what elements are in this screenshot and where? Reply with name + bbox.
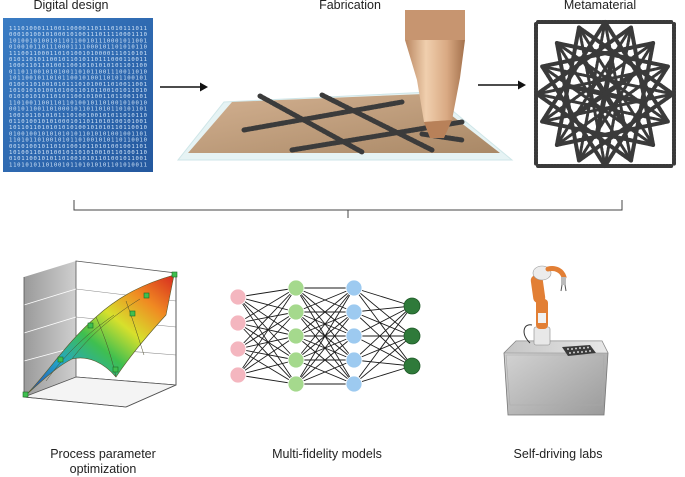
network-node bbox=[345, 279, 363, 297]
multi-fidelity-label: Multi-fidelity models bbox=[272, 447, 382, 461]
network-node bbox=[287, 279, 305, 297]
grouping-bracket bbox=[70, 198, 630, 222]
binary-row: 1011001011010110010100110101100101 bbox=[9, 76, 147, 82]
sample-tray bbox=[562, 345, 596, 356]
metamaterial-label: Metamaterial bbox=[563, 0, 637, 12]
binary-row: 1010011010100101101010010110100110 bbox=[9, 150, 147, 156]
digital-design-label: Digital design bbox=[33, 0, 109, 12]
network-node bbox=[345, 327, 363, 345]
binary-row: 0001010010100010100111011110001110 bbox=[9, 32, 147, 38]
response-surface bbox=[25, 274, 175, 396]
network-node bbox=[229, 288, 247, 306]
fabrication-label: Fabrication bbox=[319, 0, 381, 12]
network-node bbox=[287, 327, 305, 345]
binary-row: 0100101101110001111000101101010110 bbox=[9, 45, 147, 51]
network-node bbox=[345, 351, 363, 369]
network-node bbox=[229, 314, 247, 332]
binary-row: 0110100101010001011011010100101001 bbox=[9, 119, 147, 125]
network-node bbox=[229, 366, 247, 384]
network-node bbox=[287, 351, 305, 369]
binary-row: 1110011000110101001010000111010101 bbox=[9, 51, 147, 57]
binary-row: 0101010101101011001010011011001101 bbox=[9, 94, 147, 100]
fabrication-panel bbox=[162, 10, 522, 180]
binary-row: 0110110010101001101011001110011010 bbox=[9, 69, 147, 75]
binary-row: 1101010110100101101010101101010011 bbox=[9, 162, 147, 168]
robot-arm bbox=[530, 265, 567, 346]
network-node bbox=[287, 303, 305, 321]
network-node bbox=[287, 375, 305, 393]
binary-row: 1101001100110110100101101001010010 bbox=[9, 100, 147, 106]
binary-row: 1010101010010100110101100101011010 bbox=[9, 88, 147, 94]
network-node bbox=[403, 297, 421, 315]
network-node bbox=[403, 327, 421, 345]
process-parameter-label: Process parameter optimization bbox=[18, 447, 188, 477]
binary-row: 0101101011001011010110111000110011 bbox=[9, 57, 147, 63]
network-node bbox=[229, 340, 247, 358]
process-optimization-plot bbox=[16, 255, 184, 415]
arrow-fabrication-to-metamaterial bbox=[478, 78, 526, 92]
print-nozzle bbox=[405, 10, 465, 138]
network-node bbox=[403, 357, 421, 375]
self-driving-labs-label: Self-driving labs bbox=[513, 447, 603, 461]
binary-row: 1010010100101101100101110001011001 bbox=[9, 38, 147, 44]
process-parameter-label-line2: optimization bbox=[69, 462, 137, 476]
binary-row: 1000110110100110010101010101101100 bbox=[9, 63, 147, 69]
binary-row: 0100110100101011101010011010011001 bbox=[9, 82, 147, 88]
binary-row: 0010110011010001011011010110101101 bbox=[9, 107, 147, 113]
binary-row: 1011011010101010100101010110110010 bbox=[9, 125, 147, 131]
binary-code-grid: 1110100011100110000110111010111011000101… bbox=[9, 26, 147, 168]
binary-row: 1110100011100110000110111010111011 bbox=[9, 26, 147, 32]
binary-row: 0010100101101010010110101001001101 bbox=[9, 144, 147, 150]
arrow-digital-to-fabrication bbox=[160, 80, 208, 94]
process-parameter-label-line1: Process parameter bbox=[50, 447, 156, 461]
metamaterial-panel bbox=[530, 16, 680, 172]
binary-row: 1001011010101110100100101011010110 bbox=[9, 113, 147, 119]
metamaterial-lattice bbox=[534, 20, 676, 168]
binary-row: 0101100101011010010101101001011001 bbox=[9, 156, 147, 162]
self-driving-lab bbox=[498, 255, 618, 425]
network-node bbox=[345, 303, 363, 321]
multi-fidelity-network bbox=[222, 268, 432, 406]
binary-row: 0100100101010101011010101001001101 bbox=[9, 131, 147, 137]
digital-design-background bbox=[3, 18, 153, 172]
network-node bbox=[345, 375, 363, 393]
binary-row: 1101011010010101101001010110110010 bbox=[9, 138, 147, 144]
sample-points bbox=[22, 271, 178, 398]
